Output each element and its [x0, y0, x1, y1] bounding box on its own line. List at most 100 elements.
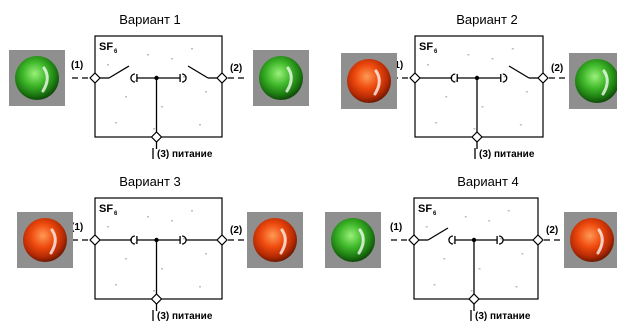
right-indicator-lamp-highlight: [596, 228, 604, 255]
port-2-terminal: [216, 72, 228, 84]
gas-label-subscript: 6: [434, 49, 438, 55]
left-contact: [130, 235, 136, 245]
right-indicator-lamp-highlight: [285, 66, 293, 93]
variant-title: Вариант 3: [119, 174, 181, 189]
enclosure-speckle: [425, 226, 428, 228]
port-3-terminal: [471, 131, 483, 143]
right-switch-open: [187, 65, 209, 79]
port-2-terminal: [532, 234, 544, 246]
right-indicator-lamp-green: [575, 59, 617, 103]
left-indicator-lamp-red: [23, 218, 67, 262]
enclosure-speckle: [199, 124, 201, 126]
enclosure-speckle: [147, 54, 149, 56]
port-2-terminal: [216, 234, 228, 246]
enclosure-speckle: [183, 238, 185, 240]
enclosure-speckle: [153, 290, 155, 292]
enclosure-speckle: [503, 76, 506, 78]
power-label: (3) питание: [157, 149, 213, 160]
enclosure-speckle: [519, 124, 522, 126]
enclosure-speckle: [433, 284, 436, 286]
port-2-label: (2): [546, 225, 558, 236]
enclosure-speckle: [135, 242, 137, 244]
enclosure-speckle: [464, 216, 467, 218]
enclosure-speckle: [147, 216, 149, 218]
port-1-label: (1): [390, 222, 402, 233]
switchgear-enclosure: [413, 197, 539, 300]
enclosure-speckle: [515, 286, 518, 288]
enclosure-speckle: [161, 268, 163, 270]
right-contact: [181, 73, 187, 83]
port-1-label: (1): [71, 222, 83, 233]
gas-label: SF: [418, 203, 432, 215]
power-label: (3) питание: [479, 149, 535, 160]
enclosure-speckle: [473, 128, 476, 130]
enclosure-speckle: [183, 76, 185, 78]
enclosure-speckle: [107, 226, 109, 228]
enclosure-speckle: [455, 80, 458, 82]
right-indicator-lamp-red: [570, 218, 614, 262]
enclosure-speckle: [125, 96, 127, 98]
enclosure-speckle: [470, 290, 473, 292]
gas-label: SF: [99, 203, 113, 215]
gas-label-subscript: 6: [114, 211, 118, 217]
enclosure-speckle: [467, 54, 470, 56]
port-1-terminal: [409, 72, 421, 84]
enclosure-speckle: [199, 286, 201, 288]
port-2-label: (2): [230, 225, 242, 236]
gas-label-subscript: 6: [433, 211, 437, 217]
port-2-label: (2): [551, 63, 563, 74]
right-contact: [502, 73, 508, 83]
enclosure-speckle: [525, 91, 528, 93]
port-3-terminal: [150, 293, 163, 305]
enclosure-speckle: [191, 210, 193, 212]
switchgear-enclosure: [94, 197, 223, 300]
port-3-terminal: [150, 131, 163, 143]
enclosure-speckle: [445, 96, 448, 98]
left-indicator-lamp-highlight: [373, 69, 381, 96]
right-switch-open: [508, 65, 530, 79]
enclosure-speckle: [427, 64, 430, 66]
power-label: (3) питание: [475, 311, 531, 322]
enclosure-speckle: [107, 64, 109, 66]
left-indicator-lamp-green: [331, 218, 375, 262]
enclosure-speckle: [511, 48, 514, 50]
left-indicator-lamp-highlight: [357, 228, 365, 255]
enclosure-speckle: [153, 128, 155, 130]
enclosure-speckle: [205, 91, 207, 93]
gas-label: SF: [99, 41, 113, 53]
enclosure-speckle: [125, 258, 127, 260]
left-switch-open: [108, 65, 130, 79]
enclosure-speckle: [435, 122, 438, 124]
enclosure-speckle: [478, 268, 481, 270]
power-label: (3) питание: [157, 311, 213, 322]
switchgear-enclosure: [94, 35, 223, 138]
enclosure-speckle: [507, 210, 510, 212]
enclosure-speckle: [171, 58, 173, 60]
port-3-terminal: [468, 293, 480, 305]
left-indicator-lamp-highlight: [41, 66, 49, 93]
enclosure-speckle: [453, 242, 456, 244]
enclosure-speckle: [115, 284, 117, 286]
port-2-terminal: [537, 72, 549, 84]
switchgear-enclosure: [414, 35, 544, 138]
enclosure-speckle: [488, 220, 491, 222]
variant-title: Вариант 2: [456, 12, 518, 27]
right-indicator-lamp-red: [253, 218, 297, 262]
left-switch-open: [427, 227, 449, 241]
enclosure-speckle: [191, 48, 193, 50]
left-contact: [450, 73, 456, 83]
gas-label-subscript: 6: [114, 49, 118, 55]
enclosure-speckle: [171, 220, 173, 222]
port-1-terminal: [89, 234, 101, 246]
enclosure-speckle: [205, 253, 207, 255]
variant-title: Вариант 4: [457, 174, 519, 189]
left-contact: [448, 235, 454, 245]
enclosure-speckle: [115, 122, 117, 124]
enclosure-speckle: [499, 238, 502, 240]
left-indicator-lamp-red: [347, 59, 391, 103]
